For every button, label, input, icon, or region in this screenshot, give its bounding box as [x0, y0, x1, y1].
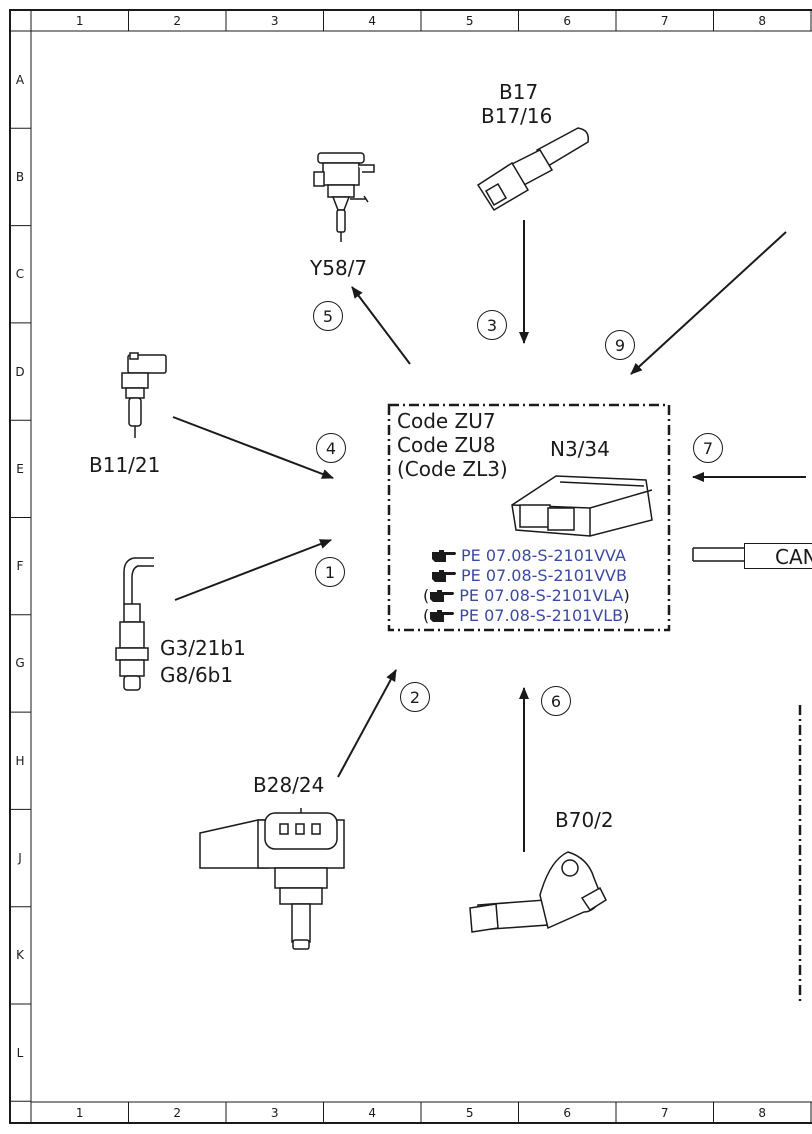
component-label-b17: B17 [499, 80, 539, 104]
code-zl3-label: (Code ZL3) [397, 457, 508, 481]
grid-column-label: 4 [368, 1106, 377, 1120]
pointing-hand-icon [430, 610, 455, 622]
grid-row-label: F [16, 559, 24, 574]
grid-row-label: G [15, 656, 25, 671]
component-label-b11: B11/21 [89, 453, 161, 477]
control-unit-boundary [387, 403, 671, 632]
grid-row-label: L [16, 1045, 24, 1060]
grid-column-label: 8 [758, 1106, 767, 1120]
step-marker: 2 [400, 682, 430, 712]
grid-column-label: 6 [563, 1106, 572, 1120]
grid-row-label: A [15, 72, 25, 87]
grid-column-label: 6 [563, 14, 572, 28]
control-unit-id-label: N3/34 [550, 437, 610, 461]
step-marker: 6 [541, 686, 571, 716]
sensor-b11-drawing [121, 352, 167, 438]
grid-column-label: 2 [173, 14, 182, 28]
code-zu7-label: Code ZU7 [397, 409, 496, 433]
grid-column-label: 1 [75, 1106, 84, 1120]
component-label-b17-16: B17/16 [481, 104, 553, 128]
reference-link[interactable]: PE 07.08-S-2101VVA [431, 548, 626, 564]
pointing-hand-icon [430, 590, 455, 602]
grid-row-label: H [15, 753, 25, 768]
step-marker: 9 [605, 330, 635, 360]
grid-column-label: 3 [270, 1106, 279, 1120]
valve-y58-drawing [313, 152, 375, 242]
code-zu8-label: Code ZU8 [397, 433, 496, 457]
pointing-hand-icon [432, 550, 456, 562]
arrow-g3 [174, 539, 332, 601]
sensor-b70-drawing [469, 851, 607, 933]
grid-row-label: B [15, 169, 25, 184]
sensor-b28-drawing [199, 808, 345, 950]
arrow-b11 [172, 416, 334, 479]
component-label-g8: G8/6b1 [160, 663, 234, 687]
arrow-right-9 [630, 231, 787, 375]
reference-text: PE 07.08-S-2101VVB [461, 566, 627, 585]
step-marker: 4 [316, 433, 346, 463]
control-unit-n3-drawing [511, 475, 653, 537]
sensor-b17-drawing [476, 127, 590, 212]
grid-column-label: 1 [75, 14, 84, 28]
grid-column-label: 3 [270, 14, 279, 28]
reference-link[interactable]: ( PE 07.08-S-2101VLA ) [423, 586, 630, 605]
pointing-hand-icon [432, 570, 456, 582]
grid-column-label: 5 [465, 14, 474, 28]
grid-row-label: E [16, 461, 24, 476]
reference-link[interactable]: ( PE 07.08-S-2101VLB ) [423, 606, 630, 625]
step-marker: 7 [693, 433, 723, 463]
reference-text: PE 07.08-S-2101VVA [461, 546, 626, 565]
step-marker: 3 [477, 310, 507, 340]
drawing-frame [9, 9, 812, 1124]
can-bus-label: CAN [744, 543, 812, 569]
grid-column-label: 2 [173, 1106, 182, 1120]
component-label-b28: B28/24 [253, 773, 325, 797]
grid-row-label: J [18, 851, 22, 866]
grid-column-label: 7 [660, 14, 669, 28]
component-label-y58: Y58/7 [310, 256, 368, 280]
sensor-g3-drawing [115, 557, 154, 691]
step-marker: 5 [313, 301, 343, 331]
reference-text: PE 07.08-S-2101VLA [459, 586, 624, 605]
grid-column-label: 7 [660, 1106, 669, 1120]
component-label-g3: G3/21b1 [160, 636, 246, 660]
grid-column-label: 8 [758, 14, 767, 28]
arrow-y58 [351, 286, 411, 365]
grid-column-label: 4 [368, 14, 377, 28]
reference-text: PE 07.08-S-2101VLB [459, 606, 624, 625]
grid-row-label: D [15, 364, 25, 379]
reference-link[interactable]: PE 07.08-S-2101VVB [431, 568, 627, 584]
grid-row-label: K [16, 948, 24, 963]
signal-arrows [172, 220, 806, 852]
component-label-b70: B70/2 [555, 808, 614, 832]
grid-row-label: C [15, 267, 25, 282]
step-marker: 1 [315, 557, 345, 587]
arrow-b28 [337, 669, 397, 778]
can-connector-line [692, 547, 744, 562]
grid-column-label: 5 [465, 1106, 474, 1120]
